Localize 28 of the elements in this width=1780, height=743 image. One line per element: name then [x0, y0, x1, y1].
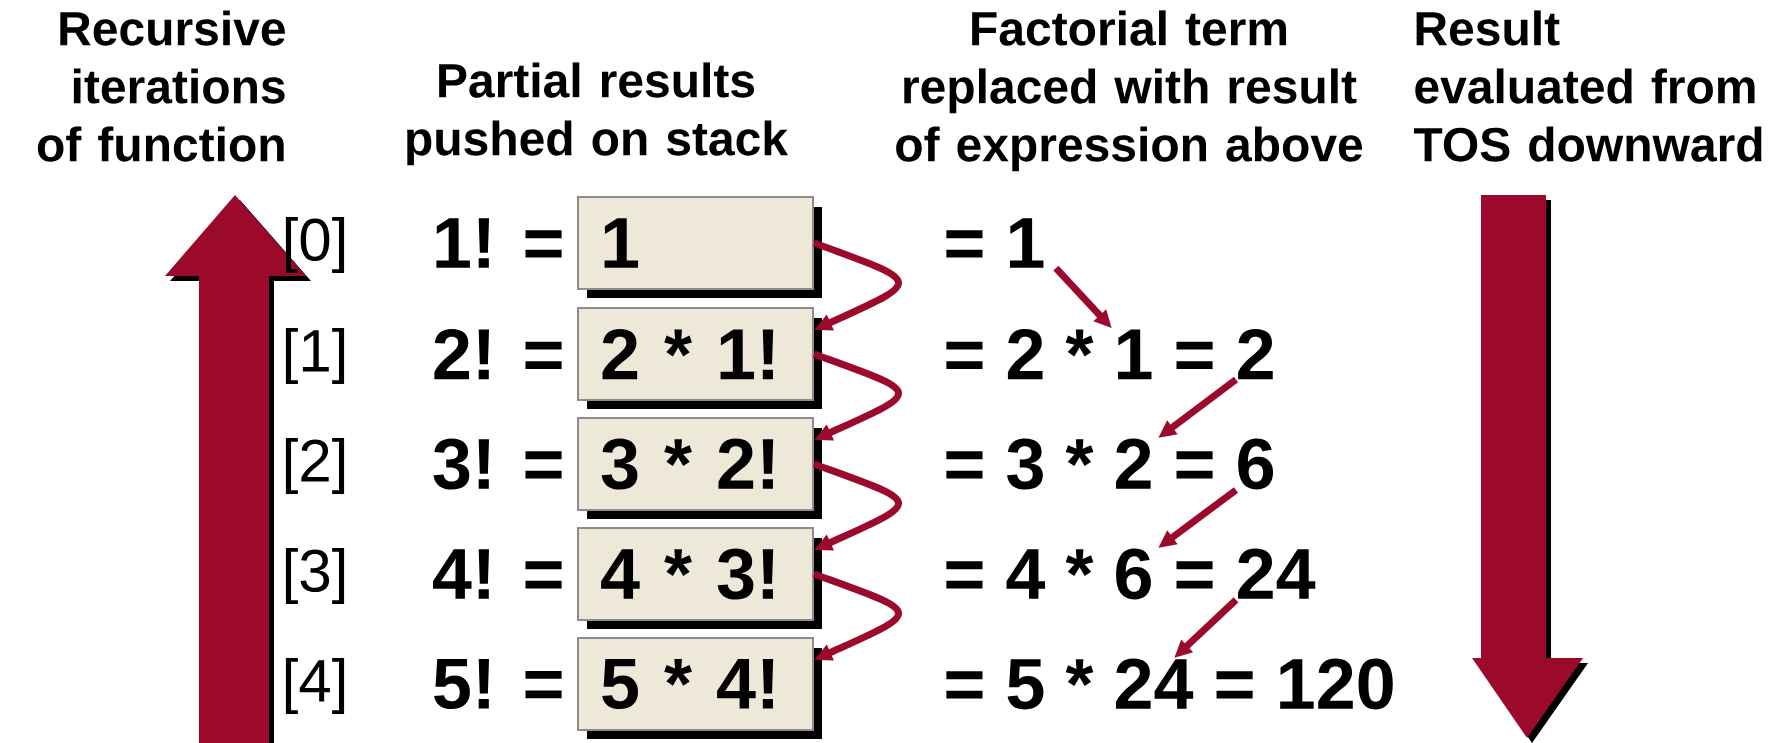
- curved-arrow: [812, 239, 902, 331]
- curved-arrow: [812, 350, 902, 441]
- factorial-label: 5! =: [434, 658, 562, 710]
- factorial-label: 4! =: [432, 549, 562, 599]
- result-expression: = 1: [946, 218, 1044, 268]
- result-expression: = 4 * 6 = 24: [946, 548, 1316, 600]
- stack-box: 4 * 3!: [577, 527, 822, 629]
- column-heading: Recursive iterations of function: [37, 10, 285, 162]
- stack-box: 1: [577, 196, 822, 298]
- index-label: [4]: [285, 658, 345, 714]
- index-label: [3]: [285, 548, 345, 604]
- column-heading: Factorial term replaced with result of expression above: [896, 10, 1363, 172]
- curved-arrow: [812, 570, 902, 661]
- factorial-label: 1! =: [436, 218, 562, 268]
- result-expression: = 2 * 1 = 2: [946, 328, 1273, 380]
- stack-box: 5 * 4!: [577, 637, 822, 739]
- curved-arrow: [812, 460, 902, 551]
- factorial-label: 3! =: [433, 438, 562, 490]
- column-heading: Result evaluated from TOS downward: [1413, 10, 1762, 162]
- stack-box: 3 * 2!: [577, 417, 822, 519]
- column-heading: Partial results pushed on stack: [407, 62, 789, 166]
- index-label: [0]: [285, 217, 345, 273]
- index-label: [2]: [285, 438, 345, 494]
- index-label: [1]: [285, 328, 345, 384]
- result-expression: = 5 * 24 = 120: [946, 658, 1393, 710]
- result-expression: = 3 * 2 = 6: [946, 438, 1273, 490]
- factorial-label: 2! =: [434, 328, 562, 380]
- stack-box: 2 * 1!: [577, 307, 822, 409]
